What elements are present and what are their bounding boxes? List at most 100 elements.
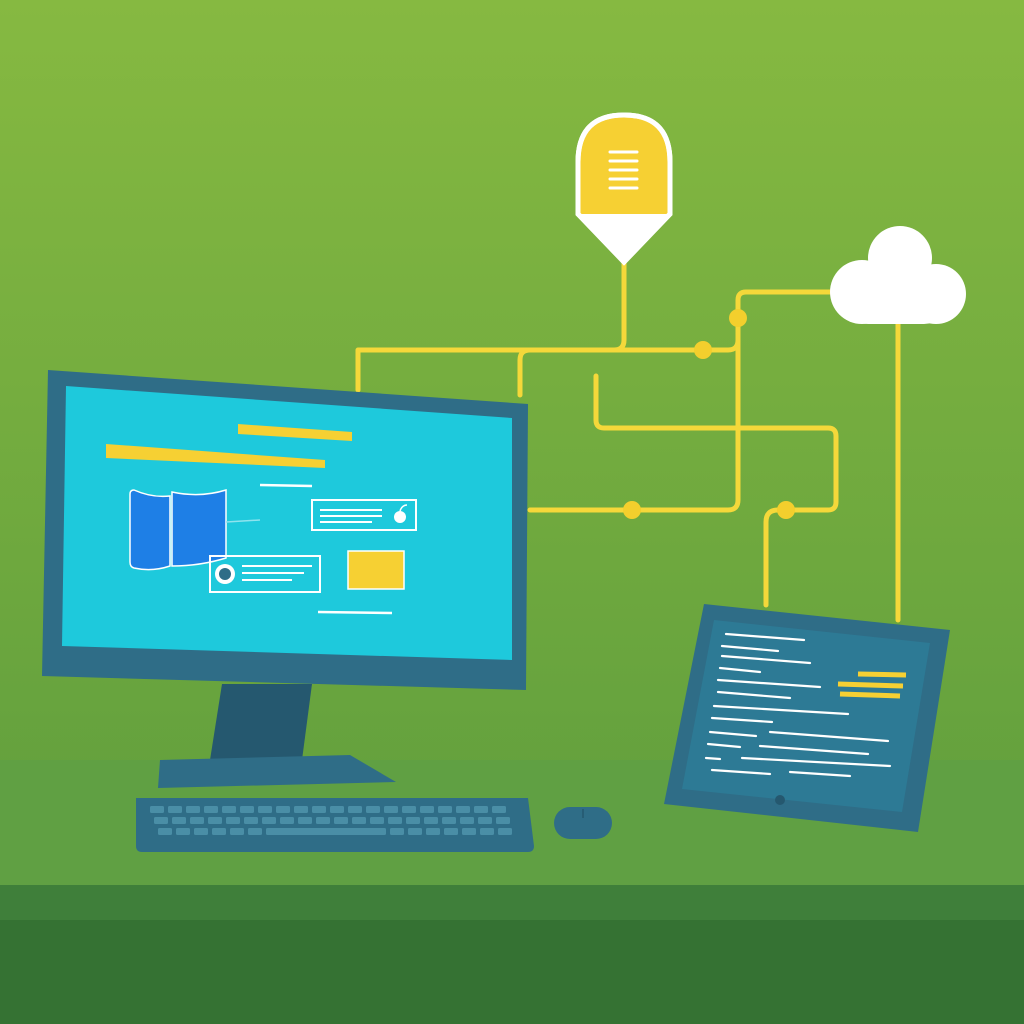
monitor-icon — [42, 370, 528, 788]
tablet-highlight — [839, 691, 901, 699]
keyboard-key — [172, 817, 186, 824]
keyboard-key — [154, 817, 168, 824]
header-bar-main — [106, 444, 325, 468]
keyboard-key — [212, 828, 226, 835]
tablet-highlight — [857, 671, 907, 678]
mouse-body — [554, 807, 612, 839]
monitor-stand-neck — [210, 684, 312, 760]
keyboard-key — [190, 817, 204, 824]
keyboard-key — [390, 828, 404, 835]
keyboard-key — [266, 828, 386, 835]
keyboard-key — [348, 806, 362, 813]
tablet-text-line — [768, 730, 890, 743]
keyboard-key — [150, 806, 164, 813]
monitor-stand-base — [158, 755, 396, 788]
connector-right-loop — [527, 315, 741, 513]
keyboard-key — [496, 817, 510, 824]
tablet-home-button — [775, 795, 785, 805]
keyboard-key — [168, 806, 182, 813]
connector-node — [777, 501, 795, 519]
document-pin-icon — [575, 112, 673, 266]
tablet-text-lines — [704, 632, 892, 778]
keyboard-key — [480, 828, 494, 835]
panel-connector — [225, 519, 261, 523]
keyboard-key — [204, 806, 218, 813]
keyboard-key — [258, 806, 272, 813]
keyboard-key — [194, 828, 208, 835]
tablet-text-line — [716, 690, 792, 700]
keyboard-key — [294, 806, 308, 813]
tablet-highlights — [837, 671, 907, 699]
tablet-text-line — [720, 644, 780, 653]
keyboard-key — [438, 806, 452, 813]
keyboard-key — [222, 806, 236, 813]
highlight-block — [347, 550, 405, 590]
tablet-highlight — [837, 681, 904, 689]
keyboard-key — [186, 806, 200, 813]
keyboard-key — [352, 817, 366, 824]
tablet-icon — [664, 604, 950, 832]
keyboard-key — [408, 828, 422, 835]
keyboard-key — [498, 828, 512, 835]
keyboard-key — [240, 806, 254, 813]
connector-node — [729, 309, 747, 327]
screen-ui — [106, 424, 417, 615]
keyboard-key — [492, 806, 506, 813]
tablet-text-line — [740, 756, 892, 768]
desk-floor — [0, 920, 1024, 1024]
card-apple — [311, 499, 417, 531]
keyboard-key — [420, 806, 434, 813]
tablet-text-line — [718, 666, 762, 674]
keyboard-key — [442, 817, 456, 824]
tablet-text-line — [708, 730, 758, 738]
keyboard-key — [474, 806, 488, 813]
keyboard-key — [244, 817, 258, 824]
tablet-screen — [682, 620, 930, 812]
keyboard-key — [424, 817, 438, 824]
pin-outline — [575, 112, 673, 266]
keyboard-keys — [150, 806, 512, 835]
desk-edge — [0, 885, 1024, 920]
tablet-text-line — [710, 768, 772, 776]
subtitle-line — [259, 483, 313, 488]
keyboard-key — [334, 817, 348, 824]
keyboard-key — [426, 828, 440, 835]
keyboard-key — [276, 806, 290, 813]
cloud-base — [846, 278, 946, 324]
keyboard-key — [330, 806, 344, 813]
keyboard-key — [366, 806, 380, 813]
keyboard-key — [298, 817, 312, 824]
tablet-text-line — [716, 678, 822, 689]
tablet-text-line — [706, 742, 742, 749]
keyboard-key — [462, 828, 476, 835]
keyboard-key — [208, 817, 222, 824]
keyboard-key — [406, 817, 420, 824]
connector-nodes — [623, 309, 795, 519]
keyboard-key — [230, 828, 244, 835]
folder-panels — [129, 488, 261, 571]
card-frame — [209, 555, 321, 593]
connector-node — [694, 341, 712, 359]
keyboard-key — [460, 817, 474, 824]
keyboard-key — [478, 817, 492, 824]
keyboard-key — [176, 828, 190, 835]
folder-panel-right — [171, 488, 227, 567]
tablet-text-line — [712, 704, 850, 716]
header-bar-top — [238, 424, 352, 441]
user-icon — [215, 564, 235, 584]
keyboard-key — [248, 828, 262, 835]
apple-leaf — [399, 504, 408, 512]
tablet-text-line — [788, 770, 852, 778]
folder-panel-left — [129, 489, 171, 571]
footer-line — [317, 610, 393, 615]
card-user — [209, 555, 321, 593]
connector-top-left — [355, 347, 707, 393]
tablet-text-line — [704, 756, 722, 761]
keyboard-key — [370, 817, 384, 824]
mouse-icon — [554, 807, 612, 839]
keyboard-key — [226, 817, 240, 824]
keyboard-key — [456, 806, 470, 813]
keyboard-icon — [136, 798, 534, 852]
tablet-text-line — [710, 716, 774, 724]
